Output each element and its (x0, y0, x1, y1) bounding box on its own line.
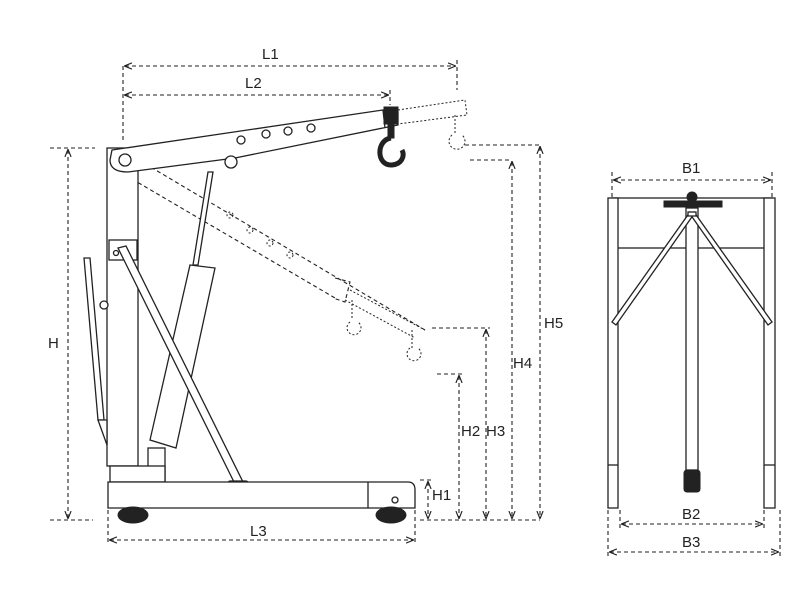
hook-icon (377, 135, 406, 168)
label-h4: H4 (513, 355, 532, 372)
boom-pivot (118, 153, 132, 167)
label-h2: H2 (461, 423, 480, 440)
left-leg (607, 197, 619, 509)
label-l1: L1 (262, 46, 279, 63)
center-column (685, 207, 699, 471)
right-leg (763, 197, 776, 509)
extended-boom-outline (397, 99, 468, 150)
pump-handle (83, 257, 105, 421)
front-dimension-lines (607, 172, 781, 558)
label-b3: B3 (682, 534, 700, 551)
hook-block (383, 106, 399, 125)
dimension-lines (50, 60, 540, 545)
hydraulic-cylinder (149, 264, 216, 449)
rear-wheel (117, 506, 149, 524)
label-b2: B2 (682, 506, 700, 523)
label-l2: L2 (245, 75, 262, 92)
front-wheel (375, 506, 407, 524)
front-caster (683, 469, 701, 493)
label-b1: B1 (682, 160, 700, 177)
label-h1: H1 (432, 487, 451, 504)
ram-rod (192, 171, 214, 266)
lowered-boom-outline (119, 152, 426, 362)
front-view: B1 B2 B3 (607, 160, 781, 558)
side-view: L1 L2 H H1 H2 H3 H4 H5 L3 (48, 46, 563, 545)
label-h5: H5 (544, 315, 563, 332)
label-h3: H3 (486, 423, 505, 440)
label-h: H (48, 335, 59, 352)
label-l3: L3 (250, 523, 267, 540)
mast (106, 147, 139, 467)
base-frame (107, 481, 416, 509)
boom (109, 109, 399, 173)
